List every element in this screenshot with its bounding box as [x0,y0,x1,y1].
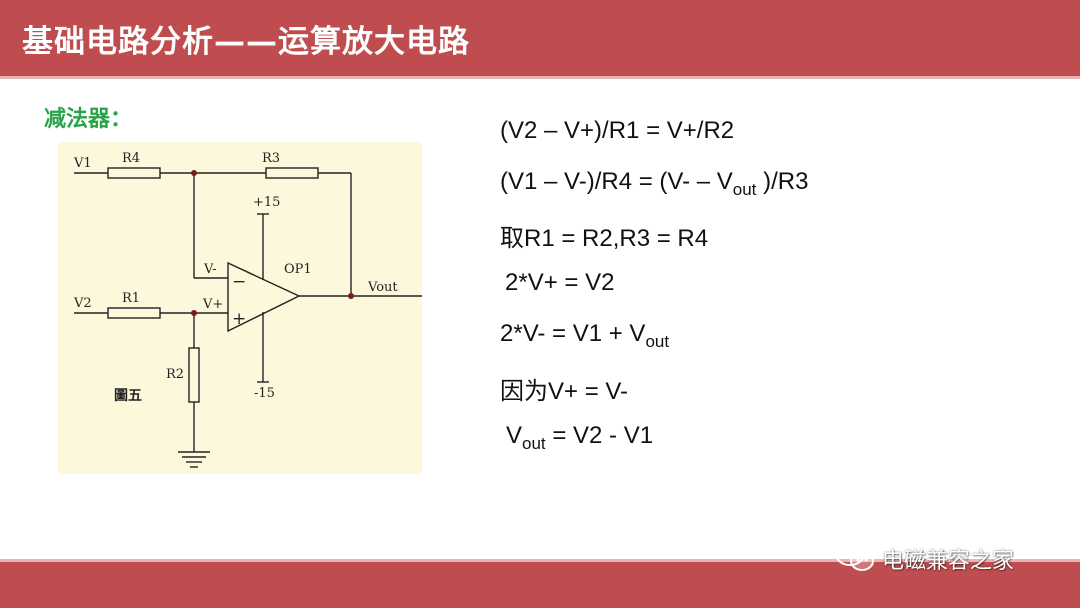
equation-6: 因为V+ = V- [500,378,629,405]
slide-title: 基础电路分析——运算放大电路 [22,24,470,60]
footer-divider [0,559,1080,562]
label-plus15: +15 [253,195,280,210]
section-label: 减法器： [44,107,133,132]
equation-7: Vout = V2 - V1 [506,422,653,454]
equation-7-subscript: out [522,434,546,453]
equation-2-part-a: (V1 – V-)/R4 = (V- – V [500,168,733,195]
label-minus-sign: − [232,272,246,292]
equation-2-part-b: )/R3 [756,168,809,195]
label-r1: R1 [122,291,140,306]
equation-5-subscript: out [645,332,670,351]
label-r3: R3 [262,151,280,166]
label-r4: R4 [122,151,140,166]
label-v2: V2 [73,296,92,311]
circuit-schematic: V1 R4 R3 +15 V- OP1 − Vout V2 R1 V+ + R2… [73,151,422,468]
label-figure: 圖五 [114,387,142,404]
equation-2-subscript: out [732,180,757,199]
label-vout: Vout [367,280,398,295]
resistor-r2 [188,347,200,403]
resistor-r3 [265,167,319,179]
equation-7-part-b: = V2 - V1 [545,422,654,449]
equation-2: (V1 – V-)/R4 = (V- – Vout )/R3 [500,168,808,200]
equation-3: 取R1 = R2,R3 = R4 [500,225,709,252]
label-op1: OP1 [284,262,312,277]
resistor-r1 [107,307,161,319]
wechat-icon [834,540,876,578]
header-divider [0,76,1080,79]
label-plus-sign: + [232,309,246,329]
equation-7-part-a: V [506,422,523,449]
node-dot [191,310,197,316]
circuit-diagram: V1 R4 R3 +15 V- OP1 − Vout V2 R1 V+ + R2… [58,142,422,474]
node-dot [191,170,197,176]
label-minus15: -15 [254,386,275,401]
equation-5: 2*V- = V1 + Vout [500,320,669,352]
label-r2: R2 [166,367,184,382]
label-v-minus: V- [203,262,217,277]
label-v-plus: V+ [202,297,223,312]
node-dot [348,293,354,299]
label-v1: V1 [73,156,92,171]
watermark-text: 电磁兼容之家 [882,549,1015,574]
resistor-r4 [107,167,161,179]
header-bar: 基础电路分析——运算放大电路 [0,0,1080,76]
watermark: 电磁兼容之家 [834,540,1014,578]
equation-1: (V2 – V+)/R1 = V+/R2 [500,117,735,144]
equation-4: 2*V+ = V2 [505,269,615,296]
equation-5-part-a: 2*V- = V1 + V [500,320,646,347]
footer-bar [0,562,1080,608]
